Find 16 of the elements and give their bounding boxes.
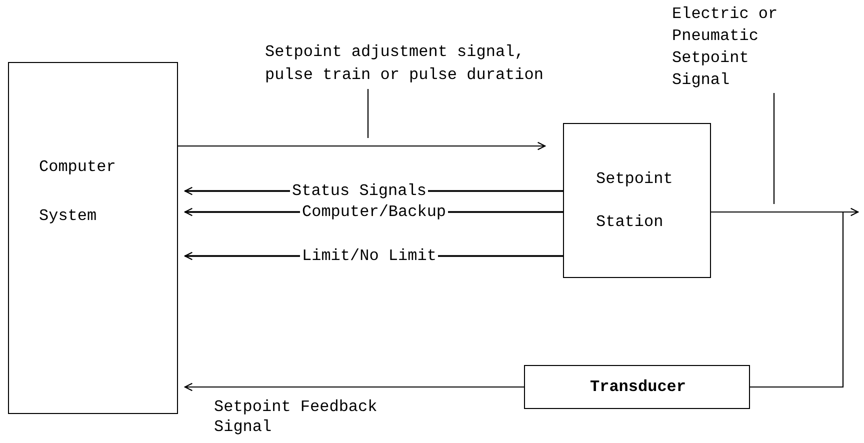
annotation-text: Electric or Pneumatic Setpoint Signal bbox=[672, 4, 779, 91]
edge-label: Status Signals bbox=[290, 181, 428, 201]
leader-line bbox=[367, 89, 369, 138]
station-box bbox=[563, 123, 711, 278]
leader-line bbox=[773, 93, 775, 204]
transducer-box bbox=[524, 365, 750, 409]
edge-label: Setpoint Feedback Signal bbox=[213, 397, 378, 437]
box-label: Computer System bbox=[39, 157, 117, 227]
annotation-text: Setpoint adjustment signal, pulse train or pulse duration bbox=[265, 42, 544, 86]
edge-label: Computer/Backup bbox=[300, 202, 448, 222]
box-label: Transducer bbox=[588, 377, 687, 398]
box-label: Setpoint Station bbox=[596, 169, 674, 233]
system-box bbox=[8, 62, 178, 414]
arrow bbox=[184, 382, 524, 392]
connector-line bbox=[711, 211, 844, 388]
arrow bbox=[178, 142, 546, 150]
